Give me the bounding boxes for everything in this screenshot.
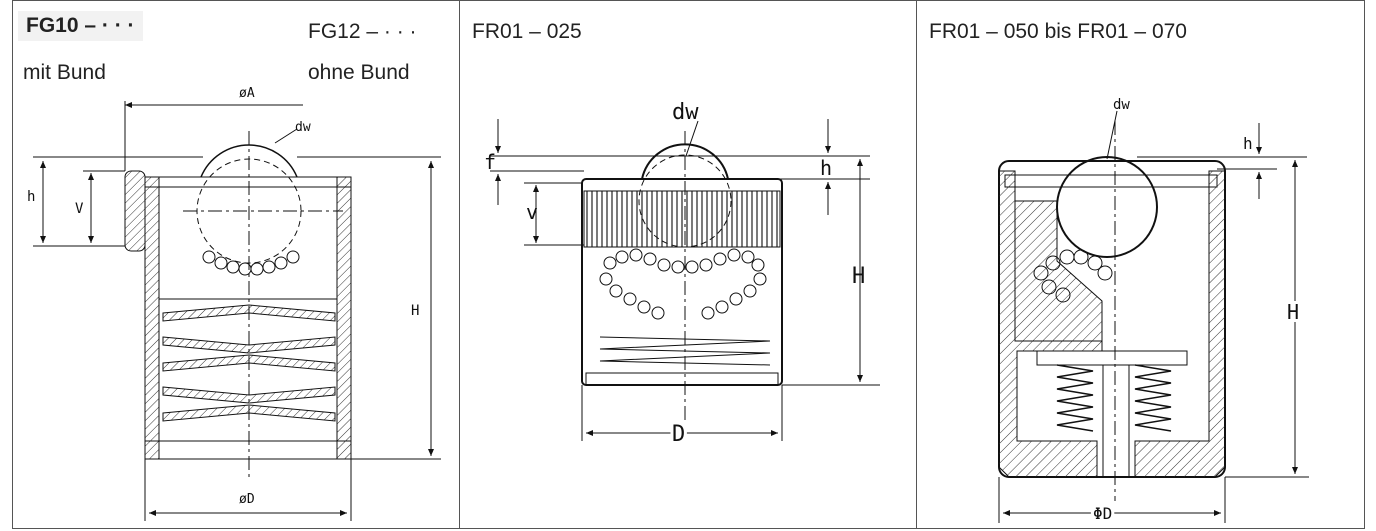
dim-label-H: H bbox=[1287, 300, 1299, 324]
panel-fg10-fg12: FG10 – · · · mit Bund FG12 – · · · ohne … bbox=[12, 0, 460, 529]
title-fr01-025: FR01 – 025 bbox=[472, 20, 582, 43]
bottom-plate bbox=[144, 440, 352, 460]
dim-label-d: D bbox=[672, 422, 685, 447]
dim-label-dw: dw bbox=[672, 100, 699, 125]
ball-top bbox=[200, 144, 298, 178]
drawing-fg10: øA dw h V H øD bbox=[27, 86, 441, 521]
support-balls bbox=[202, 250, 300, 276]
title-fr01-050-070: FR01 – 050 bis FR01 – 070 bbox=[929, 20, 1187, 43]
subtitle-ohne-bund: ohne Bund bbox=[308, 61, 410, 84]
dim-label-a: øA bbox=[239, 86, 255, 101]
ball-outline bbox=[1056, 156, 1158, 258]
base-ring bbox=[585, 372, 779, 386]
center-pin bbox=[1102, 364, 1130, 478]
drawing-fr01-050: dw h H ΦD bbox=[998, 97, 1309, 526]
spring-right bbox=[1134, 364, 1172, 432]
dim-label-v: V bbox=[75, 201, 84, 217]
dim-label-f: f bbox=[484, 150, 496, 174]
housing-wall-left bbox=[144, 176, 160, 460]
top-ring bbox=[144, 176, 352, 188]
dim-label-d: ΦD bbox=[1093, 504, 1112, 523]
dim-label-d: øD bbox=[239, 492, 255, 507]
dim-label-v: v bbox=[526, 200, 538, 224]
flange-bund bbox=[124, 170, 146, 252]
spring-left bbox=[1056, 364, 1094, 432]
drawing-fr01-025: dw f v h H D bbox=[484, 100, 880, 450]
spring-plate bbox=[1036, 350, 1188, 366]
dim-label-h: h bbox=[820, 156, 832, 180]
dim-label-H: H bbox=[411, 303, 419, 319]
title-fg10: FG10 – · · · bbox=[18, 11, 143, 41]
dim-label-dw: dw bbox=[1113, 97, 1130, 113]
dim-label-dw: dw bbox=[295, 120, 311, 135]
panel-fr01-050-070: FR01 – 050 bis FR01 – 070 bbox=[916, 0, 1365, 529]
housing-wall-right bbox=[336, 176, 352, 460]
dim-label-h: h bbox=[27, 189, 35, 205]
support-balls bbox=[1033, 249, 1113, 303]
top-cap bbox=[1004, 174, 1218, 188]
cup-outline bbox=[158, 186, 338, 300]
subtitle-mit-bund: mit Bund bbox=[23, 61, 106, 84]
support-balls bbox=[599, 248, 767, 320]
dim-label-h: h bbox=[1243, 134, 1253, 153]
ball-outline bbox=[638, 154, 732, 248]
right-wall-section bbox=[1134, 170, 1226, 478]
title-fg12: FG12 – · · · bbox=[308, 20, 417, 43]
dim-label-H: H bbox=[852, 264, 865, 289]
panel-fr01-025: FR01 – 025 bbox=[459, 0, 917, 529]
knurled-ring bbox=[583, 190, 781, 248]
